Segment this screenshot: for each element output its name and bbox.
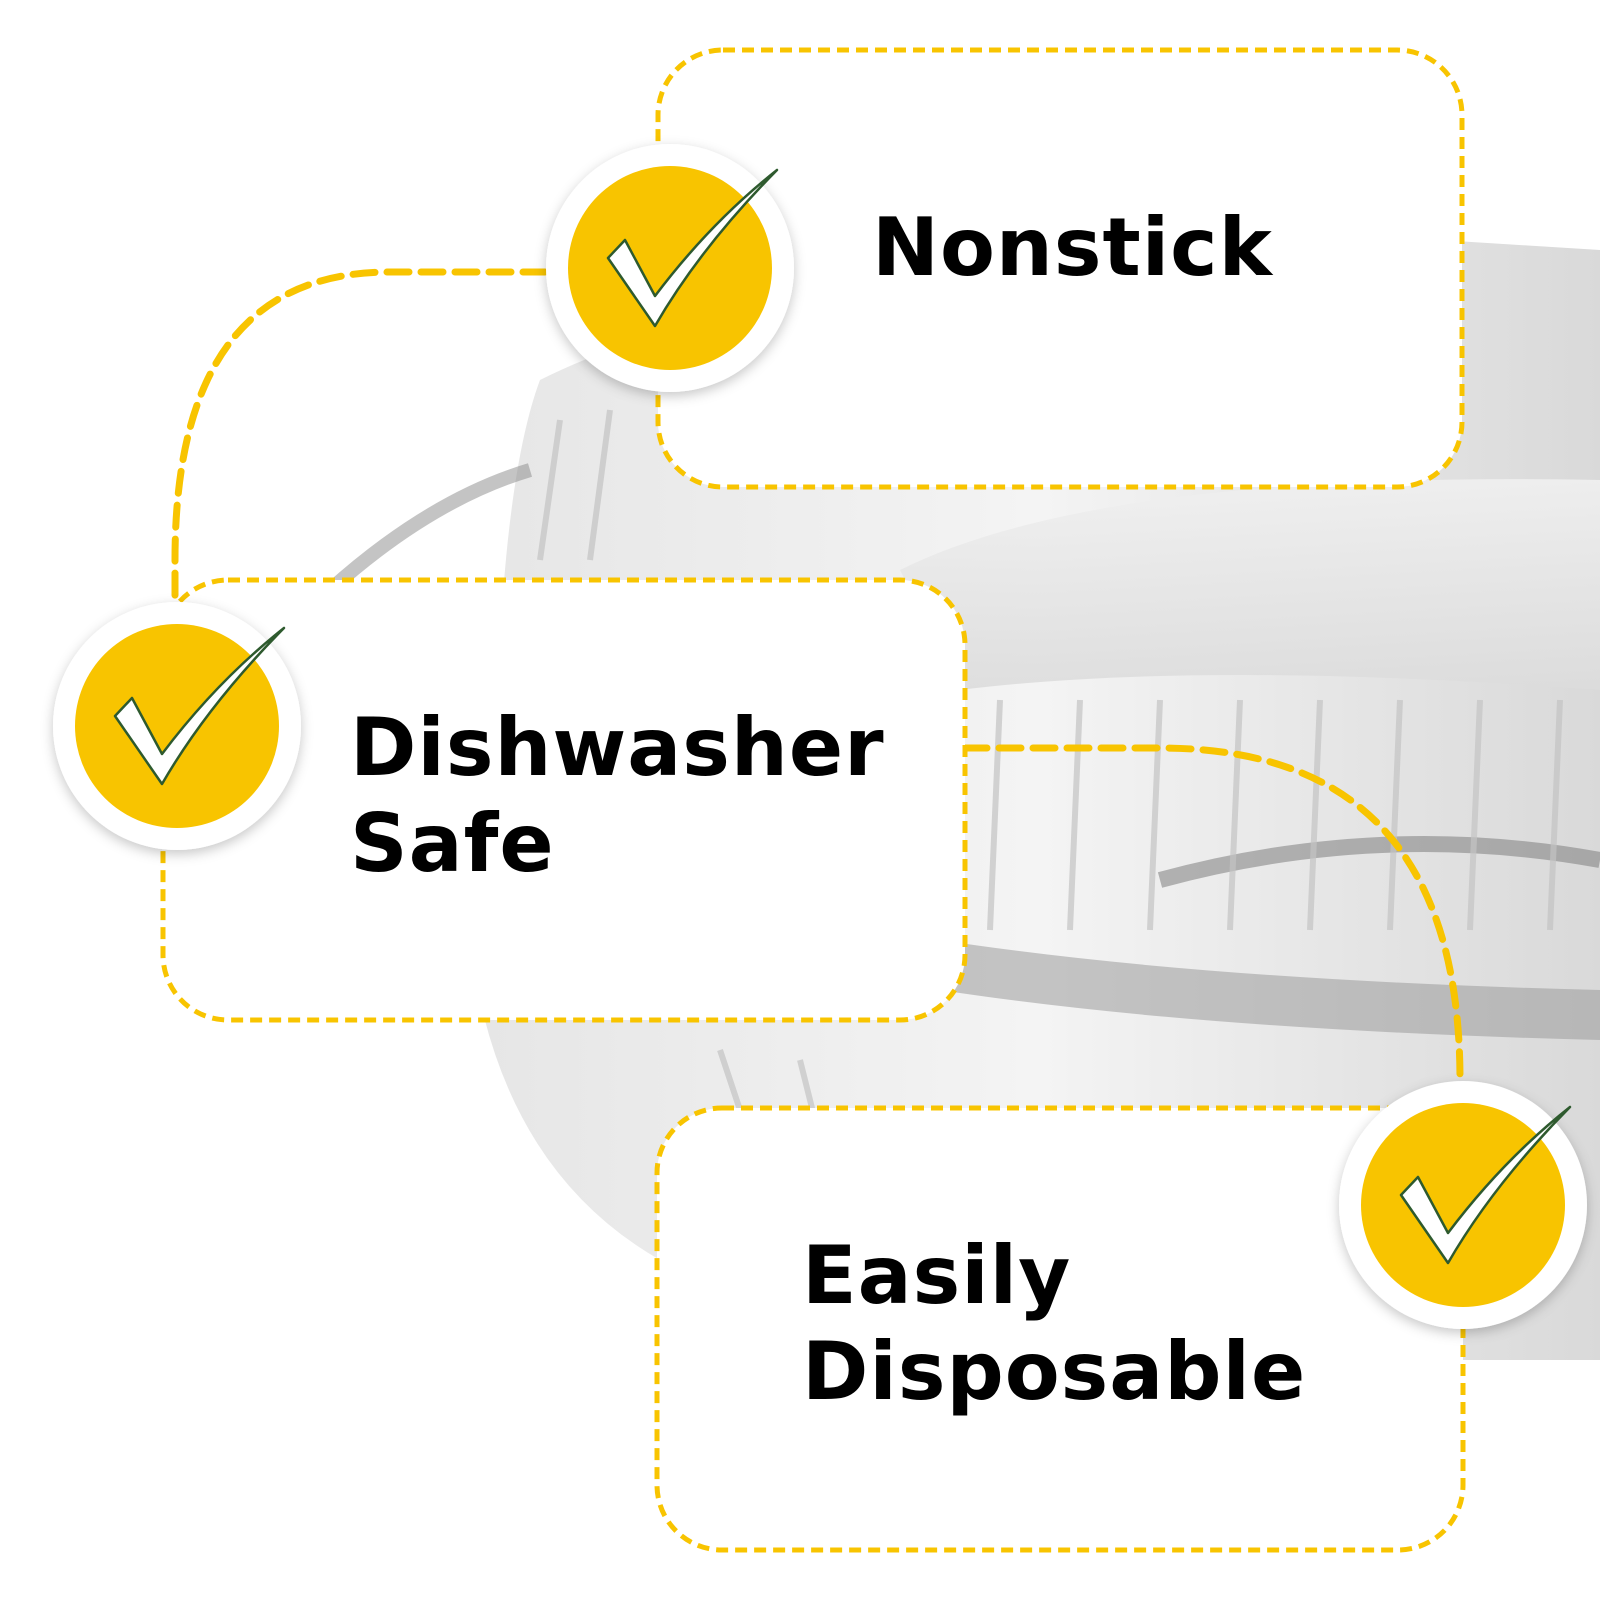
checkmark-icon: [53, 602, 301, 850]
feature-label-line: Nonstick: [872, 201, 1273, 294]
feature-label-line: Easily: [802, 1229, 1072, 1322]
feature-label-line: Dishwasher: [350, 701, 885, 794]
feature-label-easily-disposable: Easily Disposable: [802, 1228, 1306, 1420]
checkmark-icon: [1339, 1081, 1587, 1329]
checkmark-icon: [546, 144, 794, 392]
connector-dishwasher-to-disposable: [961, 744, 1464, 1084]
feature-label-dishwasher-safe: Dishwasher Safe: [350, 700, 885, 892]
feature-cards: [160, 47, 1466, 1553]
connector-nonstick-to-dishwasher: [171, 268, 549, 624]
connector-lines: [171, 268, 1464, 1084]
feature-label-line: Safe: [350, 797, 555, 890]
foil-pan-image: [325, 240, 1600, 1360]
feature-label-nonstick: Nonstick: [872, 200, 1273, 296]
check-badges: [53, 144, 1587, 1329]
feature-label-line: Disposable: [802, 1325, 1307, 1418]
